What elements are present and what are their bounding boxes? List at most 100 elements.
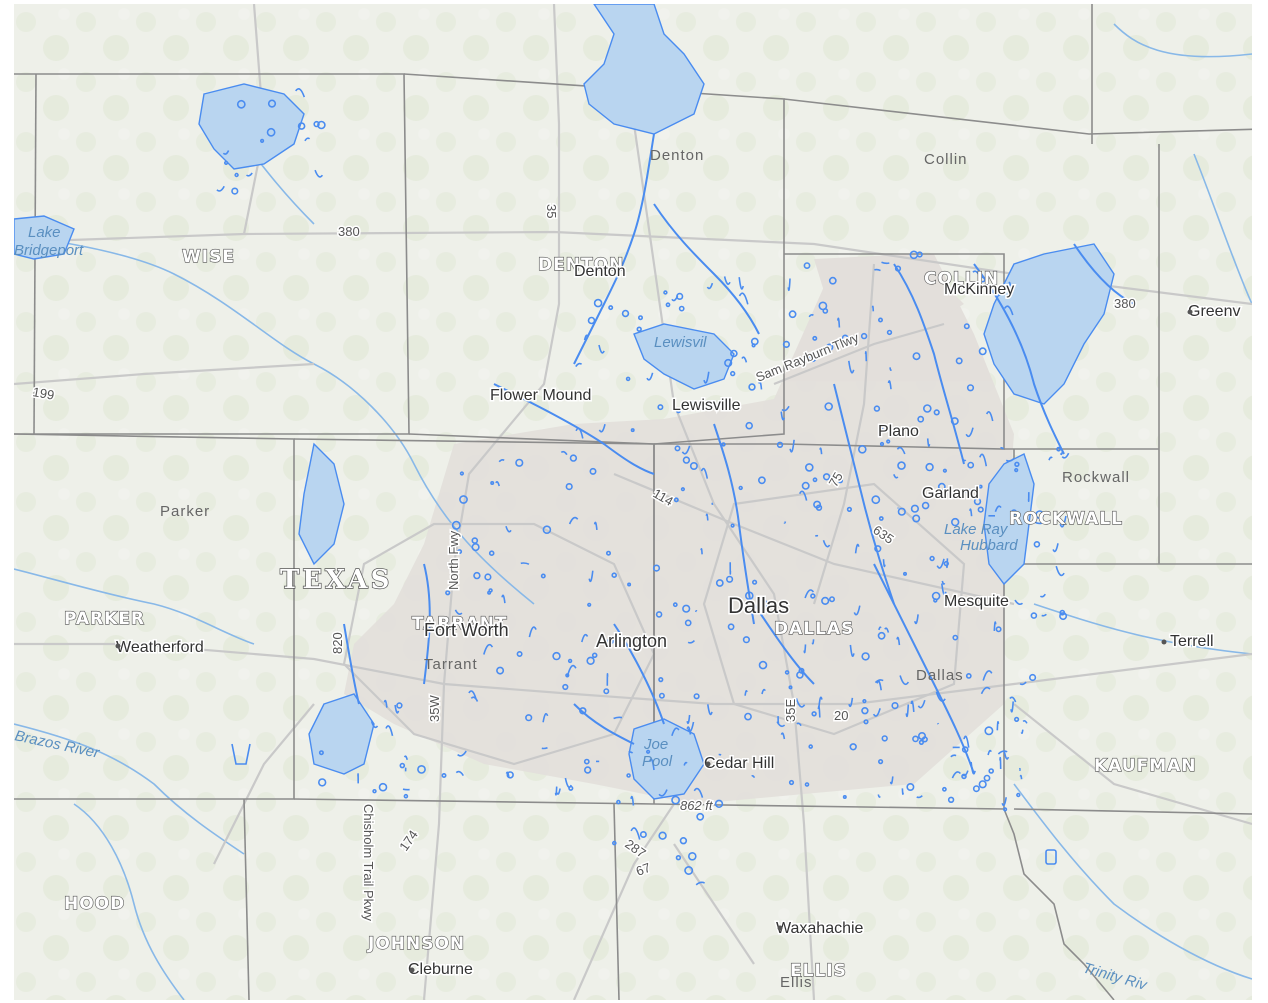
flood-patch	[804, 782, 810, 787]
flood-patch	[980, 686, 991, 695]
flood-patch	[591, 652, 598, 659]
flood-patch	[295, 88, 306, 98]
flood-patch	[399, 762, 406, 769]
flood-channels	[343, 133, 1135, 775]
flood-patch	[725, 575, 734, 583]
flood-patch	[1056, 446, 1062, 452]
city-label-denton: Denton	[574, 263, 626, 280]
county-name-rockwall: Rockwall	[1062, 469, 1130, 486]
county-label-collin: COLLIN	[924, 269, 999, 289]
flood-patch	[471, 537, 479, 544]
flood-patch	[723, 276, 731, 285]
elevation-label: 862 ft	[680, 798, 714, 813]
flood-patch	[505, 525, 512, 533]
flood-patch	[658, 692, 665, 699]
flood-patch	[922, 404, 932, 413]
flood-patch	[896, 636, 901, 646]
flood-patch	[689, 461, 698, 470]
flood-patch	[902, 571, 907, 576]
flood-patch	[696, 812, 705, 821]
flood-patch	[1008, 281, 1012, 286]
city-label-arlington: Arlington	[596, 631, 667, 651]
flood-patch	[899, 675, 910, 686]
flood-patch	[455, 770, 464, 777]
flood-patch	[846, 506, 853, 513]
flood-patch	[748, 383, 756, 391]
flood-patch	[917, 699, 926, 709]
city-markers	[115, 309, 1193, 973]
flood-patch	[1019, 681, 1027, 686]
flood-patch	[1035, 510, 1045, 519]
flood-patch	[593, 521, 598, 530]
flood-patch	[1001, 797, 1007, 807]
flood-patch	[552, 651, 561, 661]
flood-patch	[621, 309, 630, 318]
flood-patch	[658, 676, 664, 683]
flood-patch	[987, 749, 992, 756]
flood-patch	[905, 704, 910, 718]
flood-patch	[383, 699, 388, 708]
flood-patch	[639, 830, 647, 838]
road-label-i35w: 35W	[427, 695, 442, 722]
flood-patch	[951, 771, 962, 779]
flood-patch	[758, 476, 766, 485]
urban-area	[344, 254, 1014, 804]
flood-patch	[783, 521, 787, 524]
flood-patch	[738, 277, 744, 290]
flood-patch	[297, 122, 306, 130]
flood-patch	[1055, 565, 1065, 577]
flood-patch	[603, 688, 610, 695]
flood-patch	[1039, 593, 1046, 598]
water-label-joe-pool-1: Joe	[643, 736, 668, 753]
county-label-rockwall: ROCKWALL	[1009, 509, 1123, 529]
flood-patch	[451, 520, 461, 530]
flood-patch	[236, 99, 246, 109]
flood-patch	[873, 405, 881, 412]
flood-patch	[657, 404, 664, 411]
flood-patch	[506, 771, 514, 779]
road-label-i35e: 35E	[783, 699, 798, 722]
flood-patch	[788, 779, 795, 786]
flood-patch	[1020, 729, 1024, 734]
flood-patch	[782, 340, 791, 349]
road-label-north-fwy: North Fwy	[446, 530, 461, 590]
flood-patch	[871, 495, 881, 505]
flood-patch	[842, 794, 847, 799]
water-label-joe-pool-2: Pool	[642, 753, 673, 770]
flood-patch	[751, 343, 756, 348]
flood-patch	[897, 461, 906, 470]
flood-patch	[707, 704, 713, 716]
flood-patch	[687, 721, 695, 733]
flood-patch	[608, 305, 614, 311]
flood-patch	[945, 558, 949, 569]
flood-patch	[695, 610, 698, 613]
flood-patch	[542, 713, 549, 723]
flood-patch	[798, 667, 805, 674]
flood-patch	[906, 782, 915, 791]
flood-patch	[626, 773, 631, 778]
flood-patch	[825, 343, 834, 352]
county-label-tarrant: TARRANT	[412, 614, 508, 634]
flood-patch	[581, 633, 589, 643]
flood-patch	[1000, 447, 1005, 450]
flood-patch	[470, 696, 479, 702]
flood-hazard-map[interactable]: TEXAS WISE DENTON COLLIN PARKER TARRANT …	[14, 4, 1252, 1000]
county-name-tarrant: Tarrant	[424, 656, 478, 673]
flood-patch	[372, 788, 377, 794]
flood-patch	[917, 415, 925, 423]
flood-patch	[1005, 457, 1015, 462]
flood-patch	[1022, 719, 1028, 724]
flood-patch	[234, 172, 239, 178]
flood-patch	[918, 739, 925, 746]
flood-patch	[877, 794, 881, 798]
flood-patch	[837, 478, 843, 484]
flood-patch	[1003, 305, 1014, 316]
flood-patch	[1010, 509, 1018, 516]
flood-patch	[588, 570, 594, 583]
flood-patch	[468, 690, 477, 699]
flood-patch	[965, 488, 972, 495]
flood-patch	[487, 590, 492, 595]
flood-patch	[515, 458, 524, 467]
county-name-collin: Collin	[924, 151, 968, 168]
flood-patch	[721, 442, 726, 447]
